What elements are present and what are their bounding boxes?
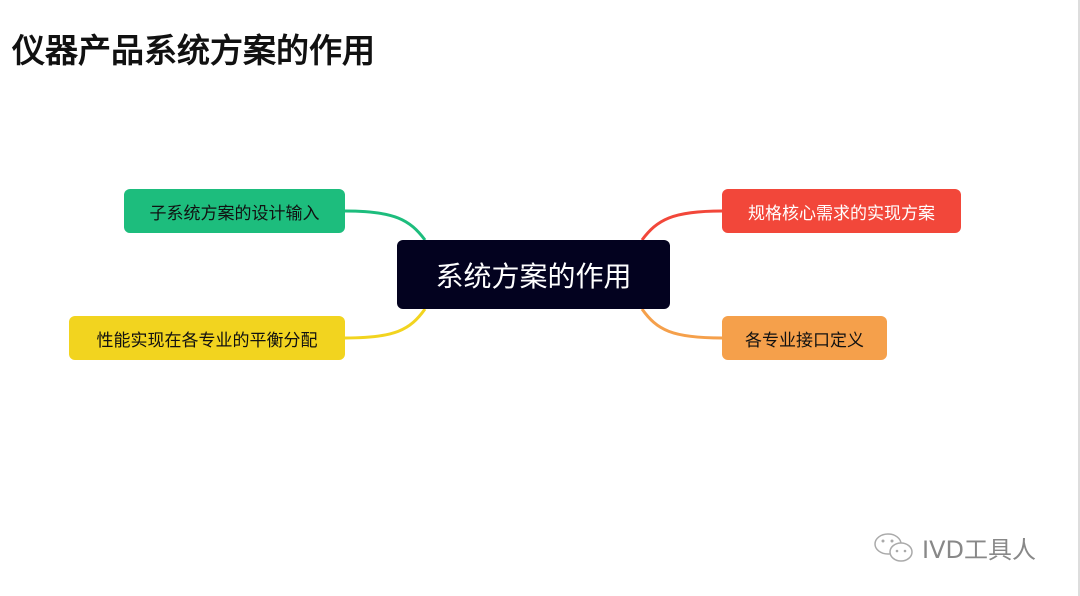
branch-performance-allocation[interactable]: 性能实现在各专业的平衡分配 — [69, 316, 345, 360]
link-left-top — [344, 209, 427, 241]
central-topic[interactable]: 系统方案的作用 — [397, 240, 670, 309]
watermark-text: IVD工具人 — [922, 536, 1036, 564]
branch-core-requirements[interactable]: 规格核心需求的实现方案 — [722, 189, 961, 233]
link-right-bottom — [640, 308, 723, 340]
branch-interface-definition[interactable]: 各专业接口定义 — [722, 316, 887, 360]
watermark: IVD工具人 — [872, 530, 1036, 565]
page-edge — [1078, 0, 1080, 596]
link-right-top — [640, 209, 723, 241]
link-left-bottom — [344, 308, 427, 340]
page-title: 仪器产品系统方案的作用 — [12, 31, 375, 70]
branch-design-input[interactable]: 子系统方案的设计输入 — [124, 189, 345, 233]
wechat-icon — [874, 532, 913, 562]
